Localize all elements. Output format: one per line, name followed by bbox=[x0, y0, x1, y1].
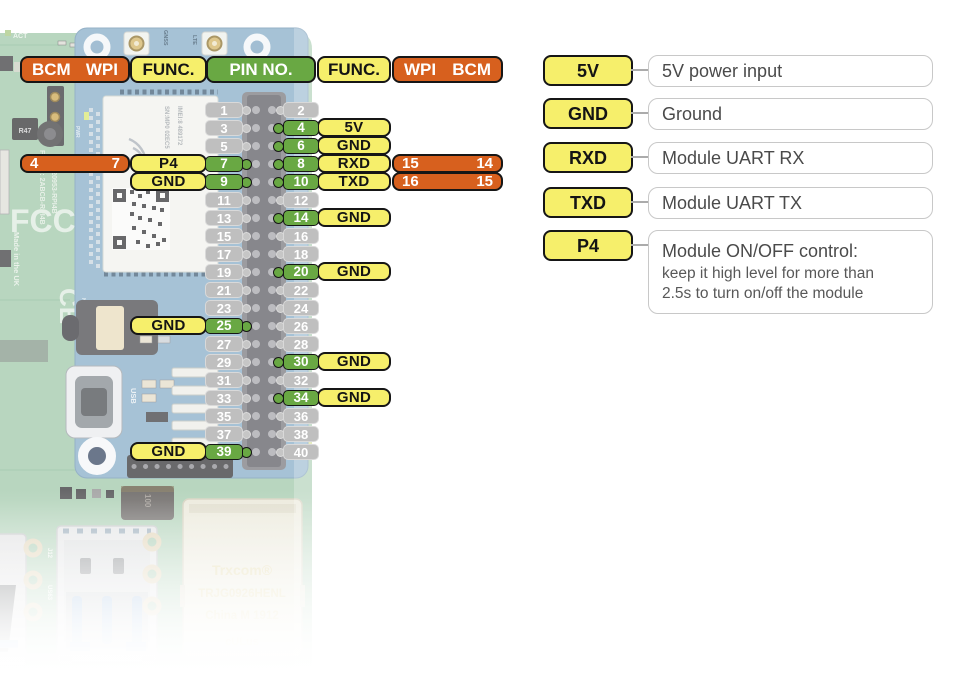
legend-desc-gnd: Ground bbox=[648, 98, 933, 130]
legend-desc-text: 5V power input bbox=[662, 60, 783, 81]
legend-desc-detail-line: 2.5s to turn on/off the module bbox=[662, 285, 864, 303]
legend-desc-txd: Module UART TX bbox=[648, 187, 933, 219]
legend-connector-line bbox=[631, 156, 648, 158]
legend-desc-text: Module UART RX bbox=[662, 147, 805, 168]
legend-desc-detail-line: keep it high level for more than bbox=[662, 264, 874, 282]
legend-badge-rxd: RXD bbox=[543, 142, 633, 173]
legend-connector-line bbox=[631, 112, 648, 114]
legend-connector-line bbox=[631, 201, 648, 203]
legend-badge-5v: 5V bbox=[543, 55, 633, 86]
legend-desc-rxd: Module UART RX bbox=[648, 142, 933, 174]
legend-badge-txd: TXD bbox=[543, 187, 633, 218]
legend-desc-p4: Module ON/OFF control: keep it high level… bbox=[648, 230, 933, 314]
legend-connector-line bbox=[631, 69, 648, 71]
legend-desc-5v: 5V power input bbox=[648, 55, 933, 87]
legend-badge-gnd: GND bbox=[543, 98, 633, 129]
legend-desc-text: Module ON/OFF control: bbox=[662, 241, 859, 262]
legend-desc-text: Ground bbox=[662, 103, 723, 124]
legend-desc-text: Module UART TX bbox=[662, 192, 803, 213]
legend-connector-line bbox=[631, 244, 648, 246]
legend-badge-p4: P4 bbox=[543, 230, 633, 261]
